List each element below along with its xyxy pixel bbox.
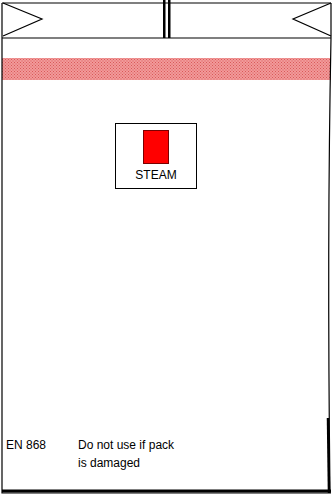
pouch-body-outline <box>2 38 331 493</box>
pouch-edge <box>1 3 2 38</box>
flap-fold <box>3 3 42 36</box>
flap-fold <box>293 3 331 36</box>
seal-line <box>168 0 171 38</box>
pouch-bottom-edge <box>2 490 331 493</box>
indicator-label: STEAM <box>135 167 176 183</box>
pouch-edge <box>328 418 329 493</box>
seal-line <box>163 0 166 38</box>
process-indicator: STEAM <box>115 123 197 189</box>
standard-label: EN 868 <box>6 436 76 454</box>
indicator-square <box>143 130 169 164</box>
pouch-outline <box>2 38 331 493</box>
sterilization-pouch: EN 868Do not use if pack is damaged STEAM <box>2 38 331 493</box>
warning-note: Do not use if pack is damaged <box>78 436 182 472</box>
pouch-top-edge <box>2 2 331 3</box>
seal-band <box>2 58 331 80</box>
pouch-edge <box>330 3 331 38</box>
